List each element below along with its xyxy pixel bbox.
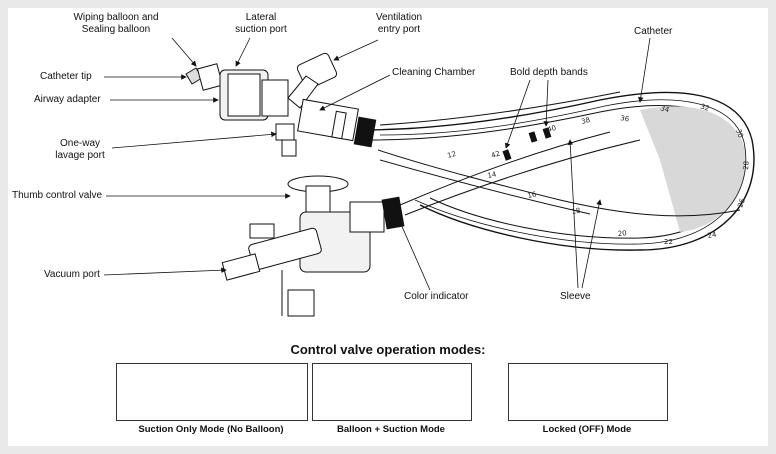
label-catheter-tip: Catheter tip — [40, 71, 92, 82]
upper-assembly — [185, 52, 377, 157]
label-one-way-lavage: One-way lavage port — [55, 138, 105, 161]
caption-locked: Locked (OFF) Mode — [542, 424, 632, 435]
depth-mark: 12 — [446, 150, 457, 160]
label-ventilation-entry: Ventilation entry port — [375, 12, 423, 35]
label-sleeve: Sleeve — [560, 291, 591, 302]
depth-mark: 40 — [546, 124, 557, 134]
depth-band-1 — [502, 149, 512, 161]
label-bold-depth-bands: Bold depth bands — [510, 67, 588, 78]
lower-tube-1 — [399, 131, 611, 206]
leader-cleaning — [319, 74, 391, 111]
depth-mark: 14 — [487, 170, 498, 180]
lower-assembly — [221, 175, 405, 317]
depth-band-2 — [528, 131, 538, 143]
depth-mark: 42 — [490, 150, 501, 160]
leader-vacuum — [103, 267, 227, 276]
leader-bands-1 — [504, 79, 531, 149]
label-airway-adapter: Airway adapter — [34, 94, 101, 105]
label-vacuum-port: Vacuum port — [44, 269, 100, 280]
depth-mark: 38 — [580, 116, 591, 126]
caption-suction-only: Suction Only Mode (No Balloon) — [138, 424, 284, 435]
mode-box-balloon-suction — [312, 363, 472, 421]
depth-mark: 36 — [620, 114, 631, 124]
leader-catheter — [637, 37, 651, 103]
mode-box-suction-only — [116, 363, 308, 421]
label-lateral-suction: Lateral suction port — [235, 12, 287, 35]
leader-sleeve-2 — [581, 199, 602, 289]
upper-tube-2 — [377, 149, 741, 217]
leader-bands-2 — [543, 79, 550, 127]
lower-tube-2 — [404, 139, 641, 216]
leader-ventilation — [333, 39, 379, 61]
depth-mark: 26 — [736, 197, 747, 209]
depth-mark: 18 — [571, 207, 581, 216]
leader-sleeve-1 — [567, 139, 579, 289]
depth-mark: 28 — [742, 161, 751, 171]
label-catheter: Catheter — [634, 26, 673, 37]
leader-lateral — [235, 37, 251, 67]
catheter-line — [379, 99, 747, 245]
label-wiping-balloon: Wiping balloon and Sealing balloon — [73, 12, 159, 35]
mode-box-locked — [508, 363, 668, 421]
depth-mark: 22 — [664, 238, 673, 246]
modes-heading: Control valve operation modes: — [290, 342, 486, 357]
caption-balloon-suction: Balloon + Suction Mode — [337, 424, 445, 435]
depth-mark: 34 — [659, 104, 670, 114]
label-cleaning-chamber: Cleaning Chamber — [392, 67, 476, 78]
depth-mark: 30 — [734, 128, 745, 139]
upper-tube-1 — [379, 91, 621, 126]
leader-color — [399, 221, 431, 291]
sleeve-shade — [640, 106, 747, 232]
label-color-indicator: Color indicator — [404, 291, 469, 302]
leader-wiping — [171, 37, 197, 67]
depth-band-3 — [542, 127, 552, 139]
label-thumb-control-valve: Thumb control valve — [12, 190, 103, 201]
leader-lavage — [111, 131, 277, 149]
upper-tube-3 — [379, 159, 591, 215]
depth-mark: 20 — [617, 229, 627, 238]
depth-mark: 16 — [527, 190, 538, 200]
depth-mark: 24 — [707, 230, 718, 240]
depth-mark: 32 — [699, 102, 710, 113]
